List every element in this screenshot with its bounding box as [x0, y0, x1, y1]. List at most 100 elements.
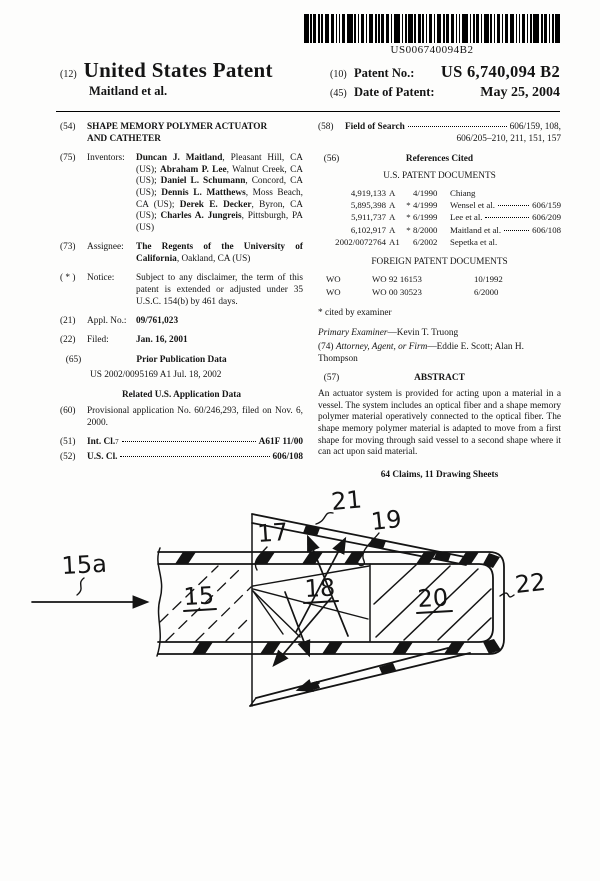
- author-line: Maitland et al.: [89, 84, 168, 98]
- tube-inner-wall: [157, 563, 494, 643]
- int-cl-line: Int. Cl.7 A61F 11/00: [87, 437, 303, 449]
- label-20: 20: [417, 583, 449, 613]
- field-56-references: (56) References Cited: [318, 154, 561, 166]
- patent-row-star: *: [406, 212, 411, 223]
- header-right: (10) Patent No.: US 6,740,094 B2 (45) Da…: [330, 62, 560, 104]
- abstract-text: An actuator system is provided for actin…: [318, 388, 561, 458]
- field-52-us-cl: (52) U.S. Cl. 606/108: [60, 452, 303, 464]
- header-left: (12) United States Patent Maitland et al…: [60, 58, 273, 99]
- field-number: (52): [60, 452, 76, 463]
- provisional-text: Provisional application No. 60/246,293, …: [87, 405, 303, 428]
- patent-row-star: *: [406, 224, 411, 235]
- invention-title-line2: AND CATHETER: [87, 133, 161, 144]
- figure-labels: 15a 15 17 18 19 20 21 22: [61, 485, 547, 613]
- foreign-row-date: 6/2000: [474, 287, 499, 298]
- dot-leader: [485, 217, 530, 219]
- invention-title-line1: SHAPE MEMORY POLYMER ACTUATOR: [87, 122, 268, 132]
- foreign-row-number: WO 00 30523: [372, 287, 422, 298]
- right-column: (58) Field of Search 606/159, 108, 606/2…: [318, 122, 561, 482]
- left-column: (54) SHAPE MEMORY POLYMER ACTUATOR AND C…: [60, 122, 303, 482]
- field-number: (54): [60, 122, 76, 132]
- patent-row-class: 606/108: [532, 224, 561, 235]
- bibliographic-columns: (54) SHAPE MEMORY POLYMER ACTUATOR AND C…: [60, 122, 562, 482]
- wedge-tip: [249, 697, 257, 707]
- field-73-assignee: (73) Assignee: The Regents of the Univer…: [60, 242, 303, 265]
- us-cl-line: U.S. Cl. 606/108: [87, 452, 303, 464]
- patent-row-number: 2002/0072764: [335, 237, 386, 248]
- field-number-45: (45): [330, 88, 347, 99]
- field-number: (60): [60, 405, 76, 416]
- filed-label: Filed:: [87, 335, 109, 346]
- appl-no-value: 09/761,023: [136, 315, 179, 326]
- catheter-actuator-drawing: 15a 15 17 18 19 20 21 22: [31, 485, 547, 707]
- field-number: (51): [60, 436, 76, 447]
- field-of-search-value1: 606/159, 108,: [509, 122, 561, 132]
- foreign-row-number: WO 92 16153: [372, 274, 422, 285]
- attorney-line: (74) Attorney, Agent, or Firm—Eddie E. S…: [318, 341, 524, 364]
- field-22-filed: (22) Filed: Jan. 16, 2001: [60, 335, 303, 347]
- field-58-search: (58) Field of Search 606/159, 108, 606/2…: [318, 122, 561, 145]
- dot-leader: [504, 229, 530, 231]
- field-54-title: (54) SHAPE MEMORY POLYMER ACTUATOR AND C…: [60, 122, 303, 145]
- foreign-patent-documents-heading: FOREIGN PATENT DOCUMENTS: [371, 257, 508, 268]
- notice-label: Notice:: [87, 273, 115, 284]
- field-number: (58): [318, 122, 334, 132]
- us-patent-row: 5,895,398 A * 4/1999 Wensel et al. 606/1…: [318, 199, 561, 211]
- label-19: 19: [370, 505, 403, 536]
- block-hatch: [373, 564, 492, 641]
- barcode-text: US006740094B2: [390, 44, 474, 56]
- foreign-row-country: WO: [326, 274, 341, 285]
- header-divider: [56, 111, 560, 112]
- patent-row-kind: A: [389, 187, 396, 198]
- patent-row-kind: A1: [389, 237, 400, 248]
- us-patent-row: 2002/0072764 A1 6/2002 Sepetka et al.: [318, 236, 561, 248]
- assignee-value: The Regents of the University of Califor…: [136, 242, 303, 265]
- field-number: (21): [60, 315, 76, 326]
- dot-leader: [407, 126, 507, 127]
- field-65-heading: (65) Prior Publication Data: [60, 355, 303, 367]
- dot-leader: [120, 456, 270, 458]
- dot-leader: [121, 440, 256, 442]
- related-application-heading: Related U.S. Application Data: [121, 390, 242, 401]
- patent-row-number: 4,919,133: [350, 187, 386, 198]
- us-cl-label: U.S. Cl.: [87, 452, 118, 463]
- dot-leader: [497, 205, 530, 207]
- field-notice: ( * ) Notice: Subject to any disclaimer,…: [60, 273, 303, 308]
- inventors-list: Duncan J. Maitland, Pleasant Hill, CA (U…: [136, 152, 304, 234]
- patent-row-name: Sepetka et al.: [450, 237, 498, 248]
- light-ray-arrows: [272, 534, 349, 692]
- field-number: (57): [323, 373, 340, 384]
- patent-row-number: 5,911,737: [351, 212, 386, 223]
- patent-date: May 25, 2004: [480, 85, 560, 100]
- prior-publication-heading: Prior Publication Data: [136, 354, 227, 365]
- label-15: 15: [183, 581, 215, 611]
- patent-row-star: *: [406, 200, 411, 211]
- primary-examiner-line: Primary Examiner—Kevin T. Truong: [318, 328, 459, 339]
- patent-drawing-figure: 15a 15 17 18 19 20 21 22: [0, 474, 600, 764]
- patent-row-class: 606/159: [532, 200, 561, 211]
- break-line: [156, 547, 163, 657]
- label-15a: 15a: [61, 550, 108, 580]
- patent-row-name: Chiang: [450, 187, 476, 198]
- field-57-abstract-heading: (57) ABSTRACT: [318, 373, 561, 385]
- patent-row-date: 6/1999: [413, 212, 438, 223]
- patent-row-class: 606/209: [532, 212, 561, 223]
- label-21: 21: [330, 485, 363, 516]
- patent-row-kind: A: [389, 224, 396, 235]
- patent-row-number: 5,895,398: [350, 200, 386, 211]
- assignee-label: Assignee:: [87, 242, 124, 253]
- patent-row-date: 4/1990: [413, 187, 438, 198]
- references-cited-heading: References Cited: [405, 154, 474, 165]
- field-number: (22): [60, 335, 76, 346]
- field-number: (65): [65, 354, 82, 365]
- label-underlines: [183, 600, 453, 614]
- cited-by-examiner-note: * cited by examiner: [318, 308, 392, 319]
- patent-row-date: 6/2002: [413, 237, 438, 248]
- field-51-int-cl: (51) Int. Cl.7 A61F 11/00: [60, 437, 303, 449]
- claims-line: 64 Claims, 11 Drawing Sheets: [380, 470, 499, 481]
- patent-date-label: Date of Patent:: [354, 85, 435, 99]
- field-60-provisional: (60) Provisional application No. 60/246,…: [60, 406, 303, 429]
- patent-row-date: 8/2000: [413, 224, 438, 235]
- drawing-outlines: [31, 512, 515, 707]
- us-cl-value: 606/108: [272, 452, 303, 463]
